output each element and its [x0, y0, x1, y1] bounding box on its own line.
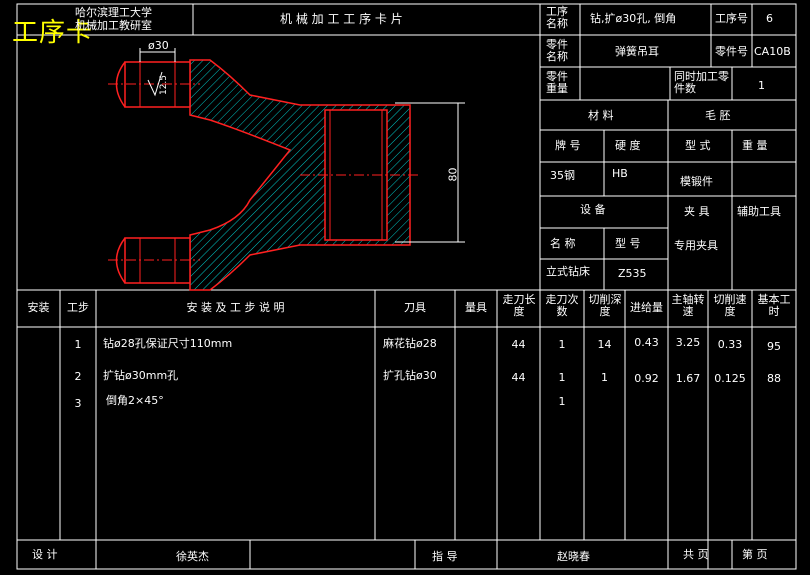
designer-name: 徐英杰 [176, 550, 209, 563]
school-line-2: 机械加工教研室 [75, 19, 152, 32]
col-desc: 安 装 及 工 步 说 明 [186, 301, 285, 314]
col-step: 工步 [67, 301, 89, 314]
install-number: 1 [74, 338, 82, 351]
hardness-label: 硬 度 [615, 139, 641, 152]
row-2-time: 88 [767, 372, 781, 385]
row-1-feed: 0.43 [634, 336, 659, 349]
dim-height: 80 [446, 167, 460, 182]
name-label: 名 称 [550, 237, 576, 250]
row-2-tool: 扩孔钻ø30 [383, 369, 437, 382]
weight-label: 重 量 [742, 139, 768, 152]
type-label: 型 式 [685, 139, 711, 152]
row-1-time: 95 [767, 340, 781, 353]
row-1-depth: 14 [597, 338, 612, 351]
row-3-step: 3 [74, 397, 82, 410]
hardness-value: HB [612, 167, 628, 180]
process-name-label: 工序名称 [546, 5, 568, 31]
model-label: 型 号 [615, 237, 641, 250]
guide-label: 指 导 [432, 550, 458, 563]
guide-name: 赵晓春 [557, 550, 590, 563]
row-2-passes: 1 [558, 371, 566, 384]
row-1-cut-speed: 0.33 [717, 338, 743, 351]
material-label: 材 料 [588, 109, 614, 122]
simul-label: 同时加工零件数 [674, 70, 729, 96]
row-1-desc: 钻ø28孔保证尺寸110mm [103, 337, 233, 350]
row-1-passes: 1 [558, 338, 566, 351]
part-no-value: CA10B [754, 45, 791, 58]
row-2-desc: 扩钻ø30mm孔 [103, 369, 179, 382]
part-no-label: 零件号 [715, 45, 748, 58]
type-value: 模锻件 [680, 175, 713, 188]
total-pages-label: 共 页 [683, 548, 709, 561]
machine-model: Z535 [618, 267, 647, 280]
fixture-label: 夹 具 [684, 205, 710, 218]
machine-name: 立式钻床 [546, 265, 590, 278]
overlay-title: 工序卡 [12, 18, 94, 48]
col-length: 走刀长度 [502, 293, 536, 319]
process-name-value: 钻,扩ø30孔, 倒角 [590, 12, 677, 25]
fixture-value: 专用夹具 [674, 239, 718, 252]
col-spindle: 主轴转速 [671, 293, 705, 319]
row-3-desc: 倒角2×45° [106, 394, 164, 407]
page-label: 第 页 [742, 548, 768, 561]
col-time: 基本工时 [757, 293, 791, 319]
school-line-1: 哈尔滨理工大学 [75, 6, 152, 19]
blank-label: 毛 胚 [705, 109, 731, 122]
dim-top-diameter: ø30 [148, 39, 169, 52]
equipment-label: 设 备 [580, 203, 606, 216]
part-name-value: 弹簧吊耳 [615, 45, 659, 58]
row-2-feed: 0.92 [634, 372, 659, 385]
aux-tool-label: 辅助工具 [737, 205, 781, 218]
col-cut-speed: 切削速度 [713, 293, 747, 319]
row-2-depth: 1 [601, 371, 608, 384]
row-2-cut-speed: 0.125 [714, 372, 746, 385]
row-2-step: 2 [74, 370, 82, 383]
part-name-label: 零件名称 [546, 38, 568, 64]
row-1-length: 44 [511, 338, 526, 351]
process-no-value: 6 [766, 12, 773, 25]
col-tool: 刀具 [404, 301, 426, 314]
process-no-label: 工序号 [715, 12, 748, 25]
grade-value: 35钢 [550, 169, 575, 182]
col-passes: 走刀次数 [545, 293, 579, 319]
row-1-tool: 麻花钻ø28 [383, 337, 437, 350]
row-3-passes: 1 [558, 395, 566, 408]
part-drawing [108, 48, 465, 291]
col-depth: 切削深度 [588, 293, 622, 319]
row-2-length: 44 [511, 371, 526, 384]
col-feed: 进给量 [630, 301, 663, 314]
grid-lines [16, 3, 797, 570]
simul-value: 1 [758, 79, 765, 92]
card-title: 机 械 加 工 工 序 卡 片 [280, 12, 403, 26]
grade-label: 牌 号 [555, 139, 581, 152]
roughness-mark: 12.5 [159, 74, 170, 96]
col-install: 安装 [27, 301, 50, 314]
row-2-speed: 1.67 [675, 372, 701, 385]
row-1-speed: 3.25 [675, 336, 701, 349]
col-gauge: 量具 [465, 301, 487, 314]
part-weight-label: 零件重量 [546, 70, 568, 96]
design-label: 设 计 [32, 548, 58, 561]
